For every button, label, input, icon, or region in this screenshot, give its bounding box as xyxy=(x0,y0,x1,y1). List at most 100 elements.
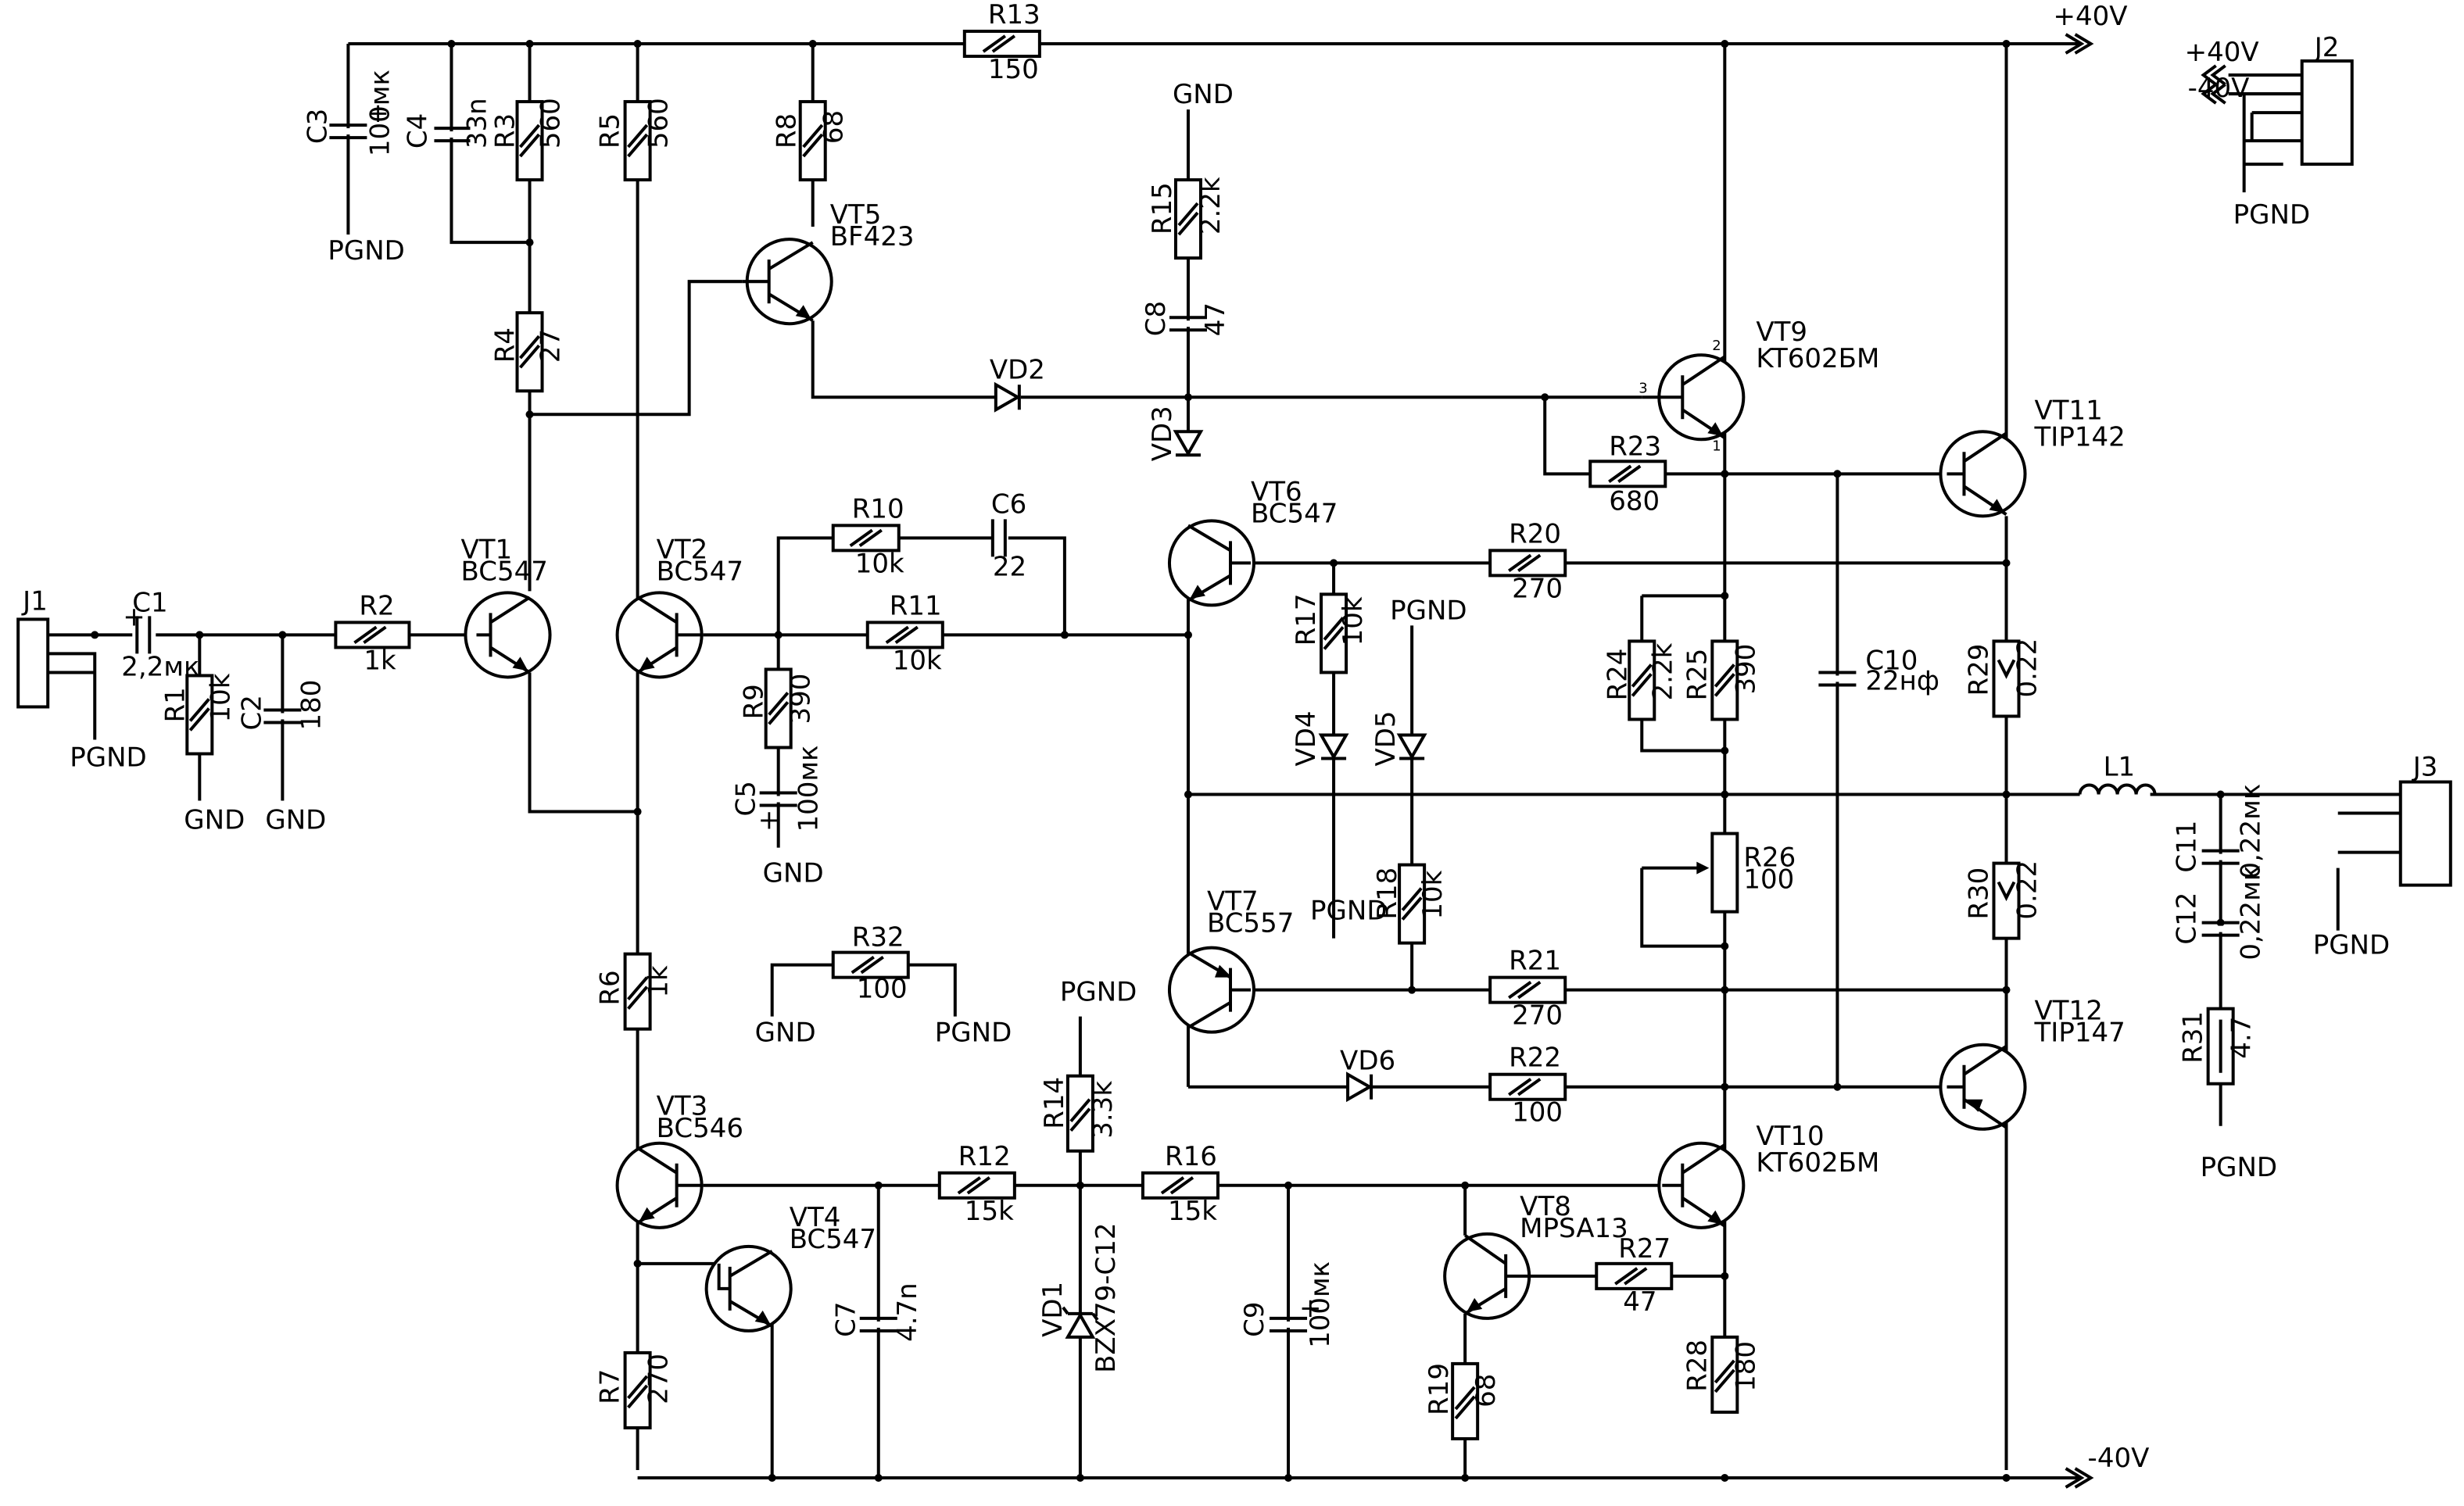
r25-value: 390 xyxy=(1730,644,1761,695)
power-rails: +40V -40V xyxy=(2054,1,2149,1489)
r20-ref: R20 xyxy=(1509,518,1561,549)
vt9-pin2: 2 xyxy=(1712,338,1721,354)
resistor-r27 xyxy=(1595,1261,1674,1290)
resistor-r8 xyxy=(798,100,827,182)
c5-ref: C5 xyxy=(731,781,762,816)
r27-ref: R27 xyxy=(1618,1233,1671,1265)
transistor-vt12 xyxy=(1939,1043,2027,1131)
r26-value: 100 xyxy=(1743,864,1794,896)
c3-plus: + xyxy=(367,98,389,129)
c6-ref: C6 xyxy=(991,488,1026,520)
r30-value: 0.22 xyxy=(2012,860,2043,920)
vt4-ref: VT4 xyxy=(790,1202,841,1233)
r11-ref: R11 xyxy=(890,590,942,621)
transistor-vt3 xyxy=(615,1141,704,1229)
r14-ref: R14 xyxy=(1039,1077,1070,1129)
resistor-r20 xyxy=(1488,549,1567,578)
r21-value: 270 xyxy=(1512,1000,1563,1032)
vt5-ref: VT5 xyxy=(830,199,882,231)
r15-value: 2.2k xyxy=(1195,177,1227,234)
gnd-r14: PGND xyxy=(1060,977,1137,1008)
resistor-r10 xyxy=(831,524,901,553)
vd6-ref: VD6 xyxy=(1340,1046,1395,1077)
r2-ref: R2 xyxy=(359,590,394,621)
transistor-vt4 xyxy=(704,1244,793,1333)
transistor-vt7 xyxy=(1167,946,1256,1034)
j3-ref: J3 xyxy=(2412,752,2438,783)
resistor-r18 xyxy=(1398,863,1427,945)
r17-ref: R17 xyxy=(1291,594,1322,646)
r8-value: 68 xyxy=(818,110,850,144)
resistor-r7 xyxy=(623,1350,652,1429)
resistor-r4 xyxy=(515,311,544,393)
vd2-ref: VD2 xyxy=(990,354,1045,385)
c12-value: 0,22мк xyxy=(2236,865,2267,960)
c8-ref: C8 xyxy=(1141,301,1172,336)
gnd-r32-left: GND xyxy=(755,1018,816,1049)
resistor-r13 xyxy=(962,30,1041,59)
junctions xyxy=(91,40,2225,1482)
r22-value: 100 xyxy=(1512,1097,1563,1129)
vt11-value: TIP142 xyxy=(2034,421,2126,453)
r23-ref: R23 xyxy=(1609,431,1661,462)
transistor-vt10 xyxy=(1657,1141,1746,1229)
r31-ref: R31 xyxy=(2178,1011,2209,1064)
j1-ref: J1 xyxy=(21,585,48,617)
resistor-r2 xyxy=(334,621,411,649)
vd5-ref: VD5 xyxy=(1370,710,1402,766)
r18-ref: R18 xyxy=(1372,867,1403,920)
inductor-l1: L1 xyxy=(2078,752,2157,795)
gnd-vd4: PGND xyxy=(1310,896,1387,927)
diode-vd2 xyxy=(994,381,1021,413)
connector-j3 xyxy=(2398,780,2452,887)
vt12-value: TIP147 xyxy=(2034,1018,2126,1049)
gnd-j1: PGND xyxy=(70,742,146,774)
vt12-ref: VT12 xyxy=(2035,996,2103,1027)
r26-ref: R26 xyxy=(1743,842,1796,874)
vt11-ref: VT11 xyxy=(2035,395,2103,426)
r19-value: 68 xyxy=(1470,1374,1502,1408)
gnd-c5: GND xyxy=(763,858,824,889)
r16-ref: R16 xyxy=(1165,1141,1217,1172)
vt7-value: BC557 xyxy=(1207,908,1294,939)
j2-neg-label: -40V xyxy=(2188,73,2250,104)
transistor-vt9 xyxy=(1642,353,1746,442)
vd1-value: BZX79-C12 xyxy=(1091,1222,1122,1372)
vt2-ref: VT2 xyxy=(657,534,708,565)
vt9-pin3: 3 xyxy=(1638,380,1647,396)
l1-ref: L1 xyxy=(2104,752,2136,783)
capacitors: C3 100мк + C4 33n C8 47 C1 2,2мк + C2 18… xyxy=(121,70,2266,1348)
resistor-r11 xyxy=(865,621,944,649)
r19-ref: R19 xyxy=(1424,1363,1455,1415)
r5-ref: R5 xyxy=(595,113,626,148)
ground-labels: PGND PGND GND GND GND GND PGND PGND GND … xyxy=(70,79,2390,1183)
resistor-r19 xyxy=(1451,1361,1480,1440)
vt10-value: KT602БМ xyxy=(1756,1147,1879,1179)
resistor-r22 xyxy=(1488,1072,1567,1101)
r21-ref: R21 xyxy=(1509,946,1561,977)
vt1-value: BC547 xyxy=(460,556,547,587)
transistor-vt11 xyxy=(1939,430,2027,518)
resistor-r6 xyxy=(623,952,652,1031)
r12-ref: R12 xyxy=(958,1141,1011,1172)
r10-ref: R10 xyxy=(852,493,904,524)
rail-pos-label: +40V xyxy=(2054,1,2128,32)
r3-value: 560 xyxy=(535,98,567,148)
r27-value: 47 xyxy=(1623,1286,1656,1318)
resistor-r17 xyxy=(1320,592,1348,674)
vt3-ref: VT3 xyxy=(657,1091,708,1122)
vt3-value: BC546 xyxy=(657,1113,743,1144)
gnd-vd5: PGND xyxy=(1390,595,1467,626)
r17-value: 10k xyxy=(1338,596,1369,646)
vt6-value: BC547 xyxy=(1251,498,1338,529)
r29-ref: R29 xyxy=(1964,644,1995,696)
resistor-r32 xyxy=(831,950,910,979)
gnd-r15: GND xyxy=(1173,79,1234,110)
r23-value: 680 xyxy=(1609,485,1660,517)
resistor-r31 xyxy=(2206,1007,2235,1086)
r12-value: 15k xyxy=(965,1196,1014,1227)
r30-ref: R30 xyxy=(1964,867,1995,920)
transistor-vt6 xyxy=(1167,519,1256,607)
resistor-r15 xyxy=(1173,178,1202,260)
